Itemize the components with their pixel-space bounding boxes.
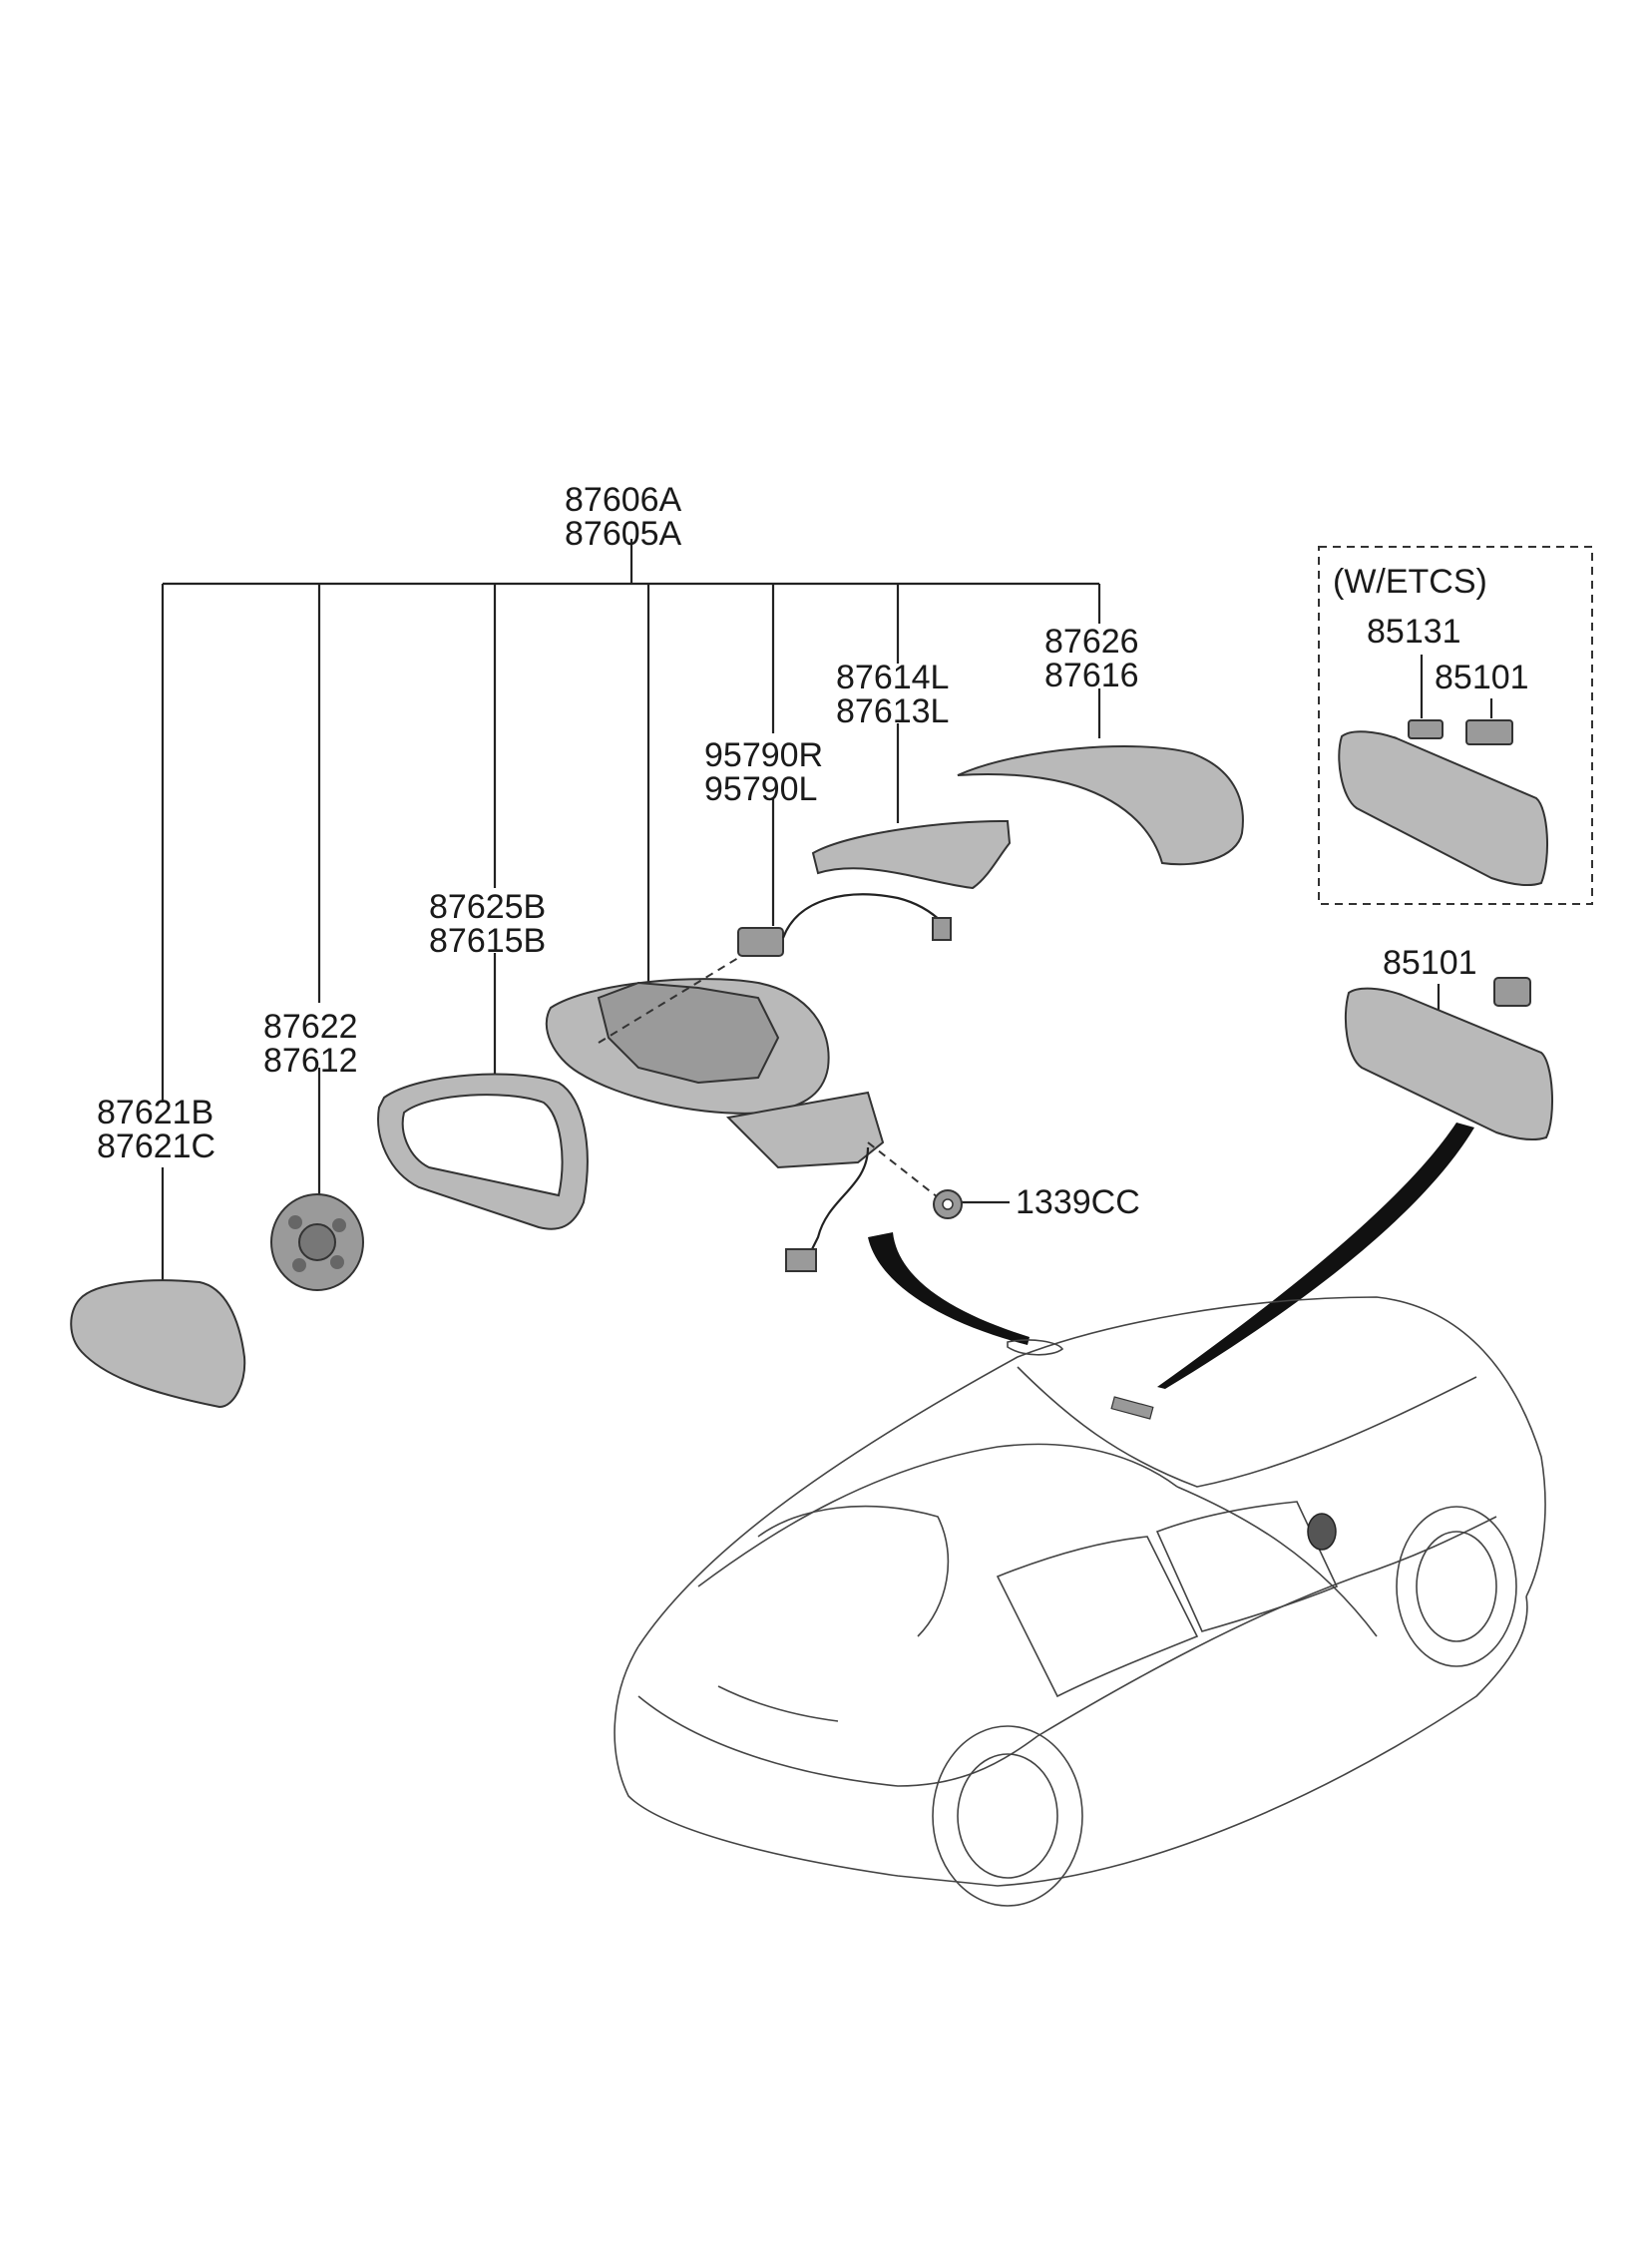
housing-frame-part bbox=[377, 1073, 589, 1230]
housing-label-bottom: 87615B bbox=[429, 922, 546, 960]
assembly-leader-tree bbox=[161, 539, 1101, 1287]
repeater-label-top: 87614L bbox=[836, 659, 949, 696]
car-illustration bbox=[614, 1296, 1546, 1907]
mirror-glass-part bbox=[70, 1279, 246, 1409]
camera-label-top: 95790R bbox=[704, 736, 823, 774]
inside-mirror-label: 85101 bbox=[1383, 944, 1477, 982]
etcs-mirror-part bbox=[1338, 730, 1549, 887]
assembly-label-bottom: 87605A bbox=[565, 515, 682, 553]
camera-part bbox=[737, 893, 952, 957]
inside-mirror-part bbox=[1344, 977, 1554, 1141]
actuator-part bbox=[270, 1193, 364, 1291]
inside-mirror-location-swoosh bbox=[1157, 1123, 1474, 1389]
actuator-label-top: 87622 bbox=[263, 1008, 358, 1046]
mirror-body-part bbox=[545, 957, 939, 1272]
nut-label: 1339CC bbox=[1016, 1183, 1140, 1221]
mirror-location-swoosh bbox=[868, 1232, 1030, 1345]
camera-label-bottom: 95790L bbox=[704, 770, 817, 808]
etcs-mirror-label: 85101 bbox=[1435, 659, 1529, 696]
etcs-box bbox=[1318, 546, 1593, 905]
etcs-title: (W/ETCS) bbox=[1333, 563, 1487, 601]
scalp-label-top: 87626 bbox=[1044, 623, 1139, 661]
etcs-sensor-label: 85131 bbox=[1367, 613, 1461, 651]
repeater-part bbox=[811, 819, 1012, 890]
nut-part bbox=[933, 1189, 963, 1219]
scalp-label-bottom: 87616 bbox=[1044, 657, 1139, 694]
scalp-cover-part bbox=[957, 745, 1244, 866]
assembly-label-top: 87606A bbox=[565, 481, 682, 519]
repeater-label-bottom: 87613L bbox=[836, 692, 949, 730]
actuator-label-bottom: 87612 bbox=[263, 1042, 358, 1080]
cover-label-top: 87621B bbox=[97, 1094, 213, 1131]
labels: 87606A 87605A 87621B 87621C 87622 87612 … bbox=[97, 481, 1529, 1221]
cover-label-bottom: 87621C bbox=[97, 1128, 215, 1165]
housing-label-top: 87625B bbox=[429, 888, 546, 926]
